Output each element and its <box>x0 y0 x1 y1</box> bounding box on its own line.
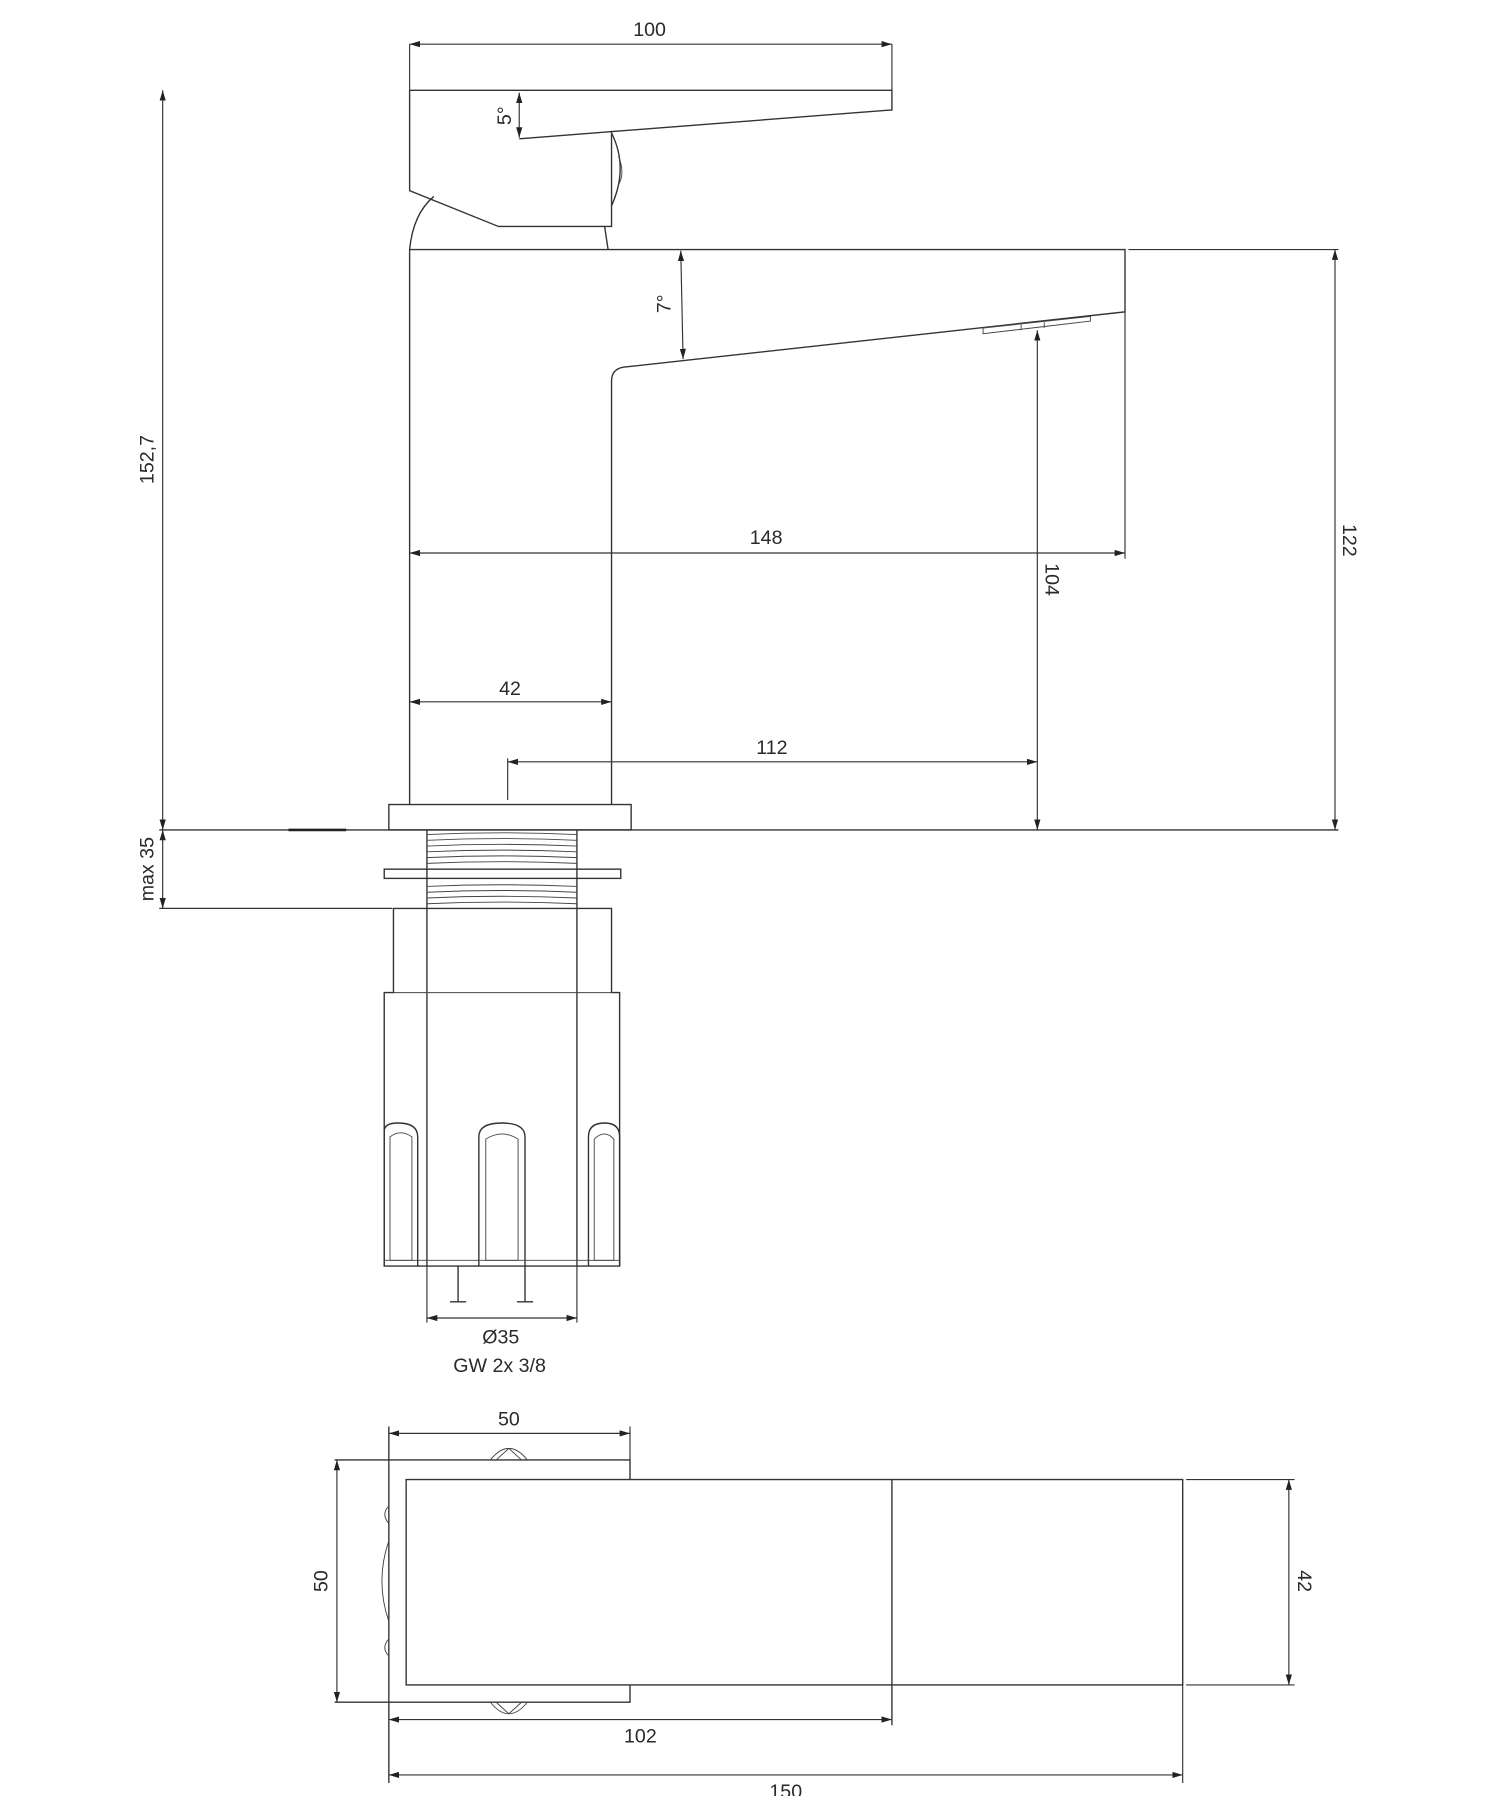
dimension-thread-diameter: Ø35 GW 2x 3/8 <box>426 1266 578 1377</box>
dimension-spout-length: 148 <box>409 311 1126 559</box>
thread-line <box>426 884 577 887</box>
dim-label: 102 <box>624 1726 657 1748</box>
dimension-body-width: 42 <box>409 678 612 705</box>
dim-label: Ø35 <box>482 1326 519 1348</box>
thread-line <box>426 832 577 835</box>
dim-label: 104 <box>1040 563 1062 596</box>
dim-label: 100 <box>633 19 666 41</box>
dim-label: 148 <box>750 527 783 549</box>
dimension-lever-angle: 5° <box>494 92 523 138</box>
thread-line <box>426 861 577 864</box>
thread-line <box>426 901 577 905</box>
dimension-body-height: 122 <box>1128 248 1360 830</box>
mounting-nut <box>383 907 621 1303</box>
dim-label: 42 <box>499 678 521 700</box>
dimension-body-depth: 42 <box>1186 1478 1315 1686</box>
dimension-spout-angle: 7° <box>653 250 686 360</box>
top-view: 50 50 42 102 150 <box>311 1408 1315 1796</box>
dim-label: 152,7 <box>136 435 158 484</box>
dimension-handle-length: 102 <box>388 1716 892 1748</box>
thread-shank <box>383 829 622 909</box>
dimension-plate-width: 50 <box>388 1408 631 1460</box>
faucet-outline <box>159 89 1339 832</box>
dim-label: 42 <box>1293 1570 1315 1592</box>
dimension-lever-length: 100 <box>409 19 893 91</box>
dimension-plate-depth: 50 <box>311 1459 341 1703</box>
connection-label: GW 2x 3/8 <box>453 1355 546 1377</box>
dimension-spout-reach: 112 <box>507 737 1038 800</box>
dimension-aerator-height: 104 <box>1034 330 1062 830</box>
thread-line <box>426 890 577 893</box>
plan-outline <box>334 1426 1184 1783</box>
thread-line <box>426 855 577 859</box>
dim-label: 50 <box>498 1408 520 1430</box>
thread-line <box>426 849 577 853</box>
dimension-total-length: 150 <box>388 1684 1184 1796</box>
dim-label: 150 <box>769 1781 802 1796</box>
dim-label: 7° <box>653 294 675 313</box>
dimension-max-deck: max 35 <box>136 829 393 909</box>
dimension-total-height: 152,7 <box>136 90 166 830</box>
dim-label: 112 <box>756 737 787 759</box>
dim-label: 122 <box>1338 524 1360 557</box>
dim-label: max 35 <box>136 837 158 901</box>
dim-label: 5° <box>494 106 516 125</box>
thread-line <box>426 895 577 899</box>
thread-line <box>426 843 577 847</box>
dim-label: 50 <box>311 1570 333 1592</box>
side-view: 100 5° 152,7 7° 148 104 122 <box>136 19 1360 1377</box>
thread-line <box>426 838 577 841</box>
